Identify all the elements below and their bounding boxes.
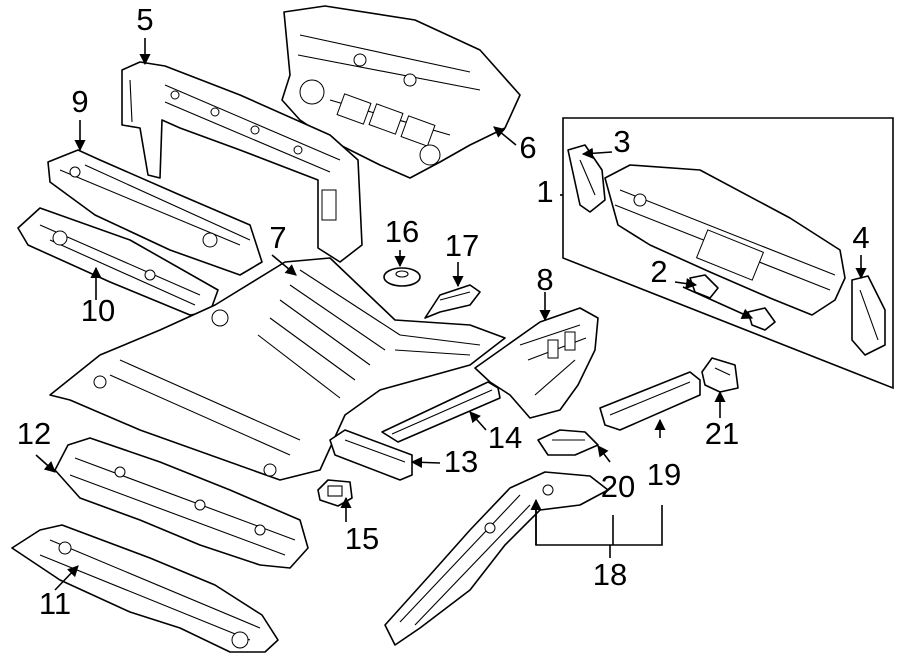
part-21-bracket <box>701 357 739 393</box>
callout-11: 11 <box>39 586 71 621</box>
part-18-side-rail <box>384 471 609 646</box>
callout-17: 17 <box>445 228 479 263</box>
callout-21: 21 <box>705 416 739 451</box>
part-17-bracket <box>424 284 481 319</box>
callout-18: 18 <box>593 557 627 592</box>
part-5-bulkhead <box>121 61 363 263</box>
callout-2: 2 <box>650 254 667 289</box>
leader-lines <box>35 38 867 591</box>
part-1-rear-panel <box>604 164 846 316</box>
part-14-rail <box>381 381 501 443</box>
callout-7: 7 <box>269 220 286 255</box>
callout-16: 16 <box>385 214 419 249</box>
callout-labels: 1 2 3 4 5 6 7 8 9 10 11 12 13 14 15 16 1… <box>17 2 870 621</box>
callout-20: 20 <box>601 469 635 504</box>
callout-15: 15 <box>345 521 379 556</box>
part-19-rail-piece <box>599 371 701 431</box>
callout-3: 3 <box>613 124 630 159</box>
callout-8: 8 <box>536 262 553 297</box>
callout-10: 10 <box>81 293 115 328</box>
part-6-upper-panel <box>281 5 521 179</box>
callout-13: 13 <box>444 444 478 479</box>
callout-19: 19 <box>647 457 681 492</box>
callout-14: 14 <box>488 420 522 455</box>
part-7-floor-pan <box>49 257 506 481</box>
callout-6: 6 <box>519 130 536 165</box>
part-12-crossmember <box>54 437 309 569</box>
part-3-bracket <box>567 144 606 213</box>
part-16-plug <box>383 267 421 287</box>
part-20-bracket <box>537 429 599 456</box>
assembly-1-box <box>562 117 894 390</box>
callout-5: 5 <box>136 2 153 37</box>
callout-4: 4 <box>852 220 869 255</box>
part-13-bracket <box>329 429 413 481</box>
callout-12: 12 <box>17 416 51 451</box>
part-15-clip <box>317 479 353 507</box>
part-9-crossmember <box>47 149 263 276</box>
part-8-extension <box>474 307 599 419</box>
callout-9: 9 <box>71 84 88 119</box>
callout-1: 1 <box>536 174 553 209</box>
part-10-floor-crossmember <box>17 207 219 316</box>
part-4-bracket <box>851 275 886 356</box>
